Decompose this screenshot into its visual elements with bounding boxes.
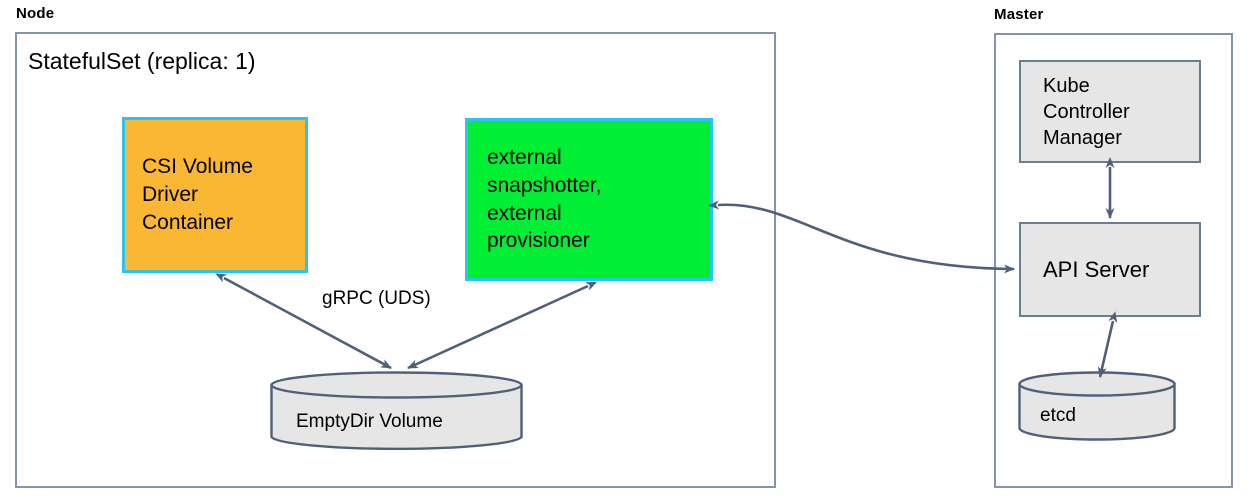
statefulset-caption: StatefulSet (replica: 1) xyxy=(28,48,256,74)
box-line: Container xyxy=(142,210,234,234)
box-line: external xyxy=(487,145,562,169)
box-line: external xyxy=(487,201,562,225)
box-line: snapshotter, xyxy=(487,173,602,197)
edge-label-grpc-uds: gRPC (UDS) xyxy=(322,288,431,309)
group-label-master: Master xyxy=(994,6,1044,23)
box-kube-controller-manager[interactable]: Kube Controller Manager xyxy=(1019,60,1201,163)
box-line: Controller xyxy=(1043,100,1130,123)
cylinder-label-emptydir-volume: EmptyDir Volume xyxy=(296,411,443,432)
box-line: Manager xyxy=(1043,126,1122,149)
box-api-server[interactable]: API Server xyxy=(1019,222,1201,317)
box-external-sidecars[interactable]: external snapshotter, external provision… xyxy=(465,118,713,281)
box-line: API Server xyxy=(1043,256,1150,282)
cylinder-etcd[interactable]: etcd xyxy=(1018,371,1176,441)
box-line: Driver xyxy=(142,183,198,207)
box-csi-volume-driver-container[interactable]: CSI Volume Driver Container xyxy=(122,117,308,273)
box-line: Kube xyxy=(1043,74,1090,97)
box-line: provisioner xyxy=(487,229,590,253)
cylinder-emptydir-volume[interactable]: EmptyDir Volume xyxy=(270,371,523,451)
box-line: CSI Volume xyxy=(142,155,253,179)
cylinder-label-etcd: etcd xyxy=(1040,405,1076,426)
group-label-node: Node xyxy=(16,5,55,22)
